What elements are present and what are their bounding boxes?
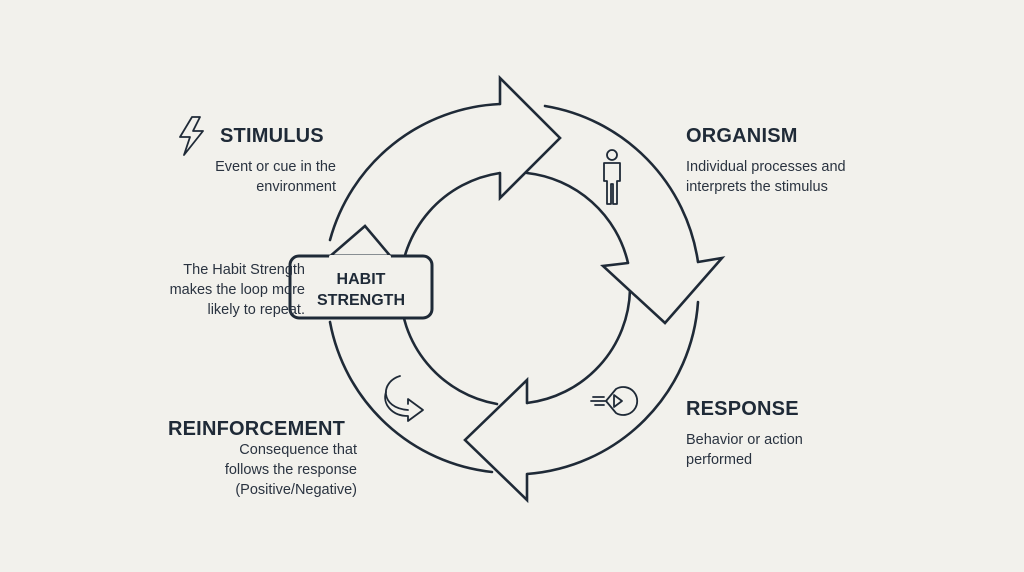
- organism-title: ORGANISM: [686, 125, 798, 147]
- response-title: RESPONSE: [686, 398, 799, 420]
- lightning-icon: [179, 116, 204, 156]
- outer-arc-reinforcement: [328, 320, 494, 474]
- organism-description: Individual processes and interprets the …: [686, 157, 846, 197]
- outer-arc-response: [525, 300, 700, 476]
- arrowhead-bottom: [463, 376, 529, 504]
- habit-strength-note: The Habit Strength makes the loop more l…: [170, 260, 305, 320]
- reinforcement-desc-line: Consequence that: [239, 442, 357, 458]
- arrowhead-right: [600, 256, 726, 325]
- stimulus-title: STIMULUS: [220, 125, 324, 147]
- arrowhead-top: [498, 74, 562, 202]
- reinforcement-desc-line: follows the response: [224, 462, 357, 478]
- habit-strength-label: HABIT STRENGTH: [290, 262, 432, 318]
- response-desc-line: performed: [686, 452, 753, 468]
- organism-desc-line: interprets the stimulus: [686, 179, 828, 195]
- outer-arc-stimulus: [328, 102, 502, 242]
- stimulus-description: Event or cue in the environment: [215, 157, 336, 197]
- habit-label-line: STRENGTH: [317, 292, 405, 309]
- stimulus-desc-line: Event or cue in the: [215, 159, 336, 175]
- reinforcement-title: REINFORCEMENT: [168, 418, 346, 440]
- habit-note-line: The Habit Strength: [183, 262, 305, 278]
- organism-desc-line: Individual processes and: [686, 159, 846, 175]
- habit-label-line: HABIT: [336, 271, 386, 288]
- habit-box-pointer: [324, 224, 395, 260]
- response-play-icon: [590, 386, 639, 416]
- reinforcement-description: Consequence that follows the response (P…: [225, 440, 357, 500]
- inner-arc-bottom-right: [525, 288, 632, 405]
- person-icon: [603, 149, 621, 205]
- habit-note-line: likely to repeat.: [207, 302, 305, 318]
- outer-arc-organism: [543, 104, 700, 264]
- response-description: Behavior or action performed: [686, 430, 803, 470]
- curved-arrow-icon: [384, 375, 424, 422]
- inner-arc-top-right: [525, 171, 630, 265]
- reinforcement-desc-line: (Positive/Negative): [235, 482, 357, 498]
- habit-note-line: makes the loop more: [169, 282, 305, 298]
- stimulus-desc-line: environment: [256, 179, 336, 195]
- response-desc-line: Behavior or action: [686, 432, 803, 448]
